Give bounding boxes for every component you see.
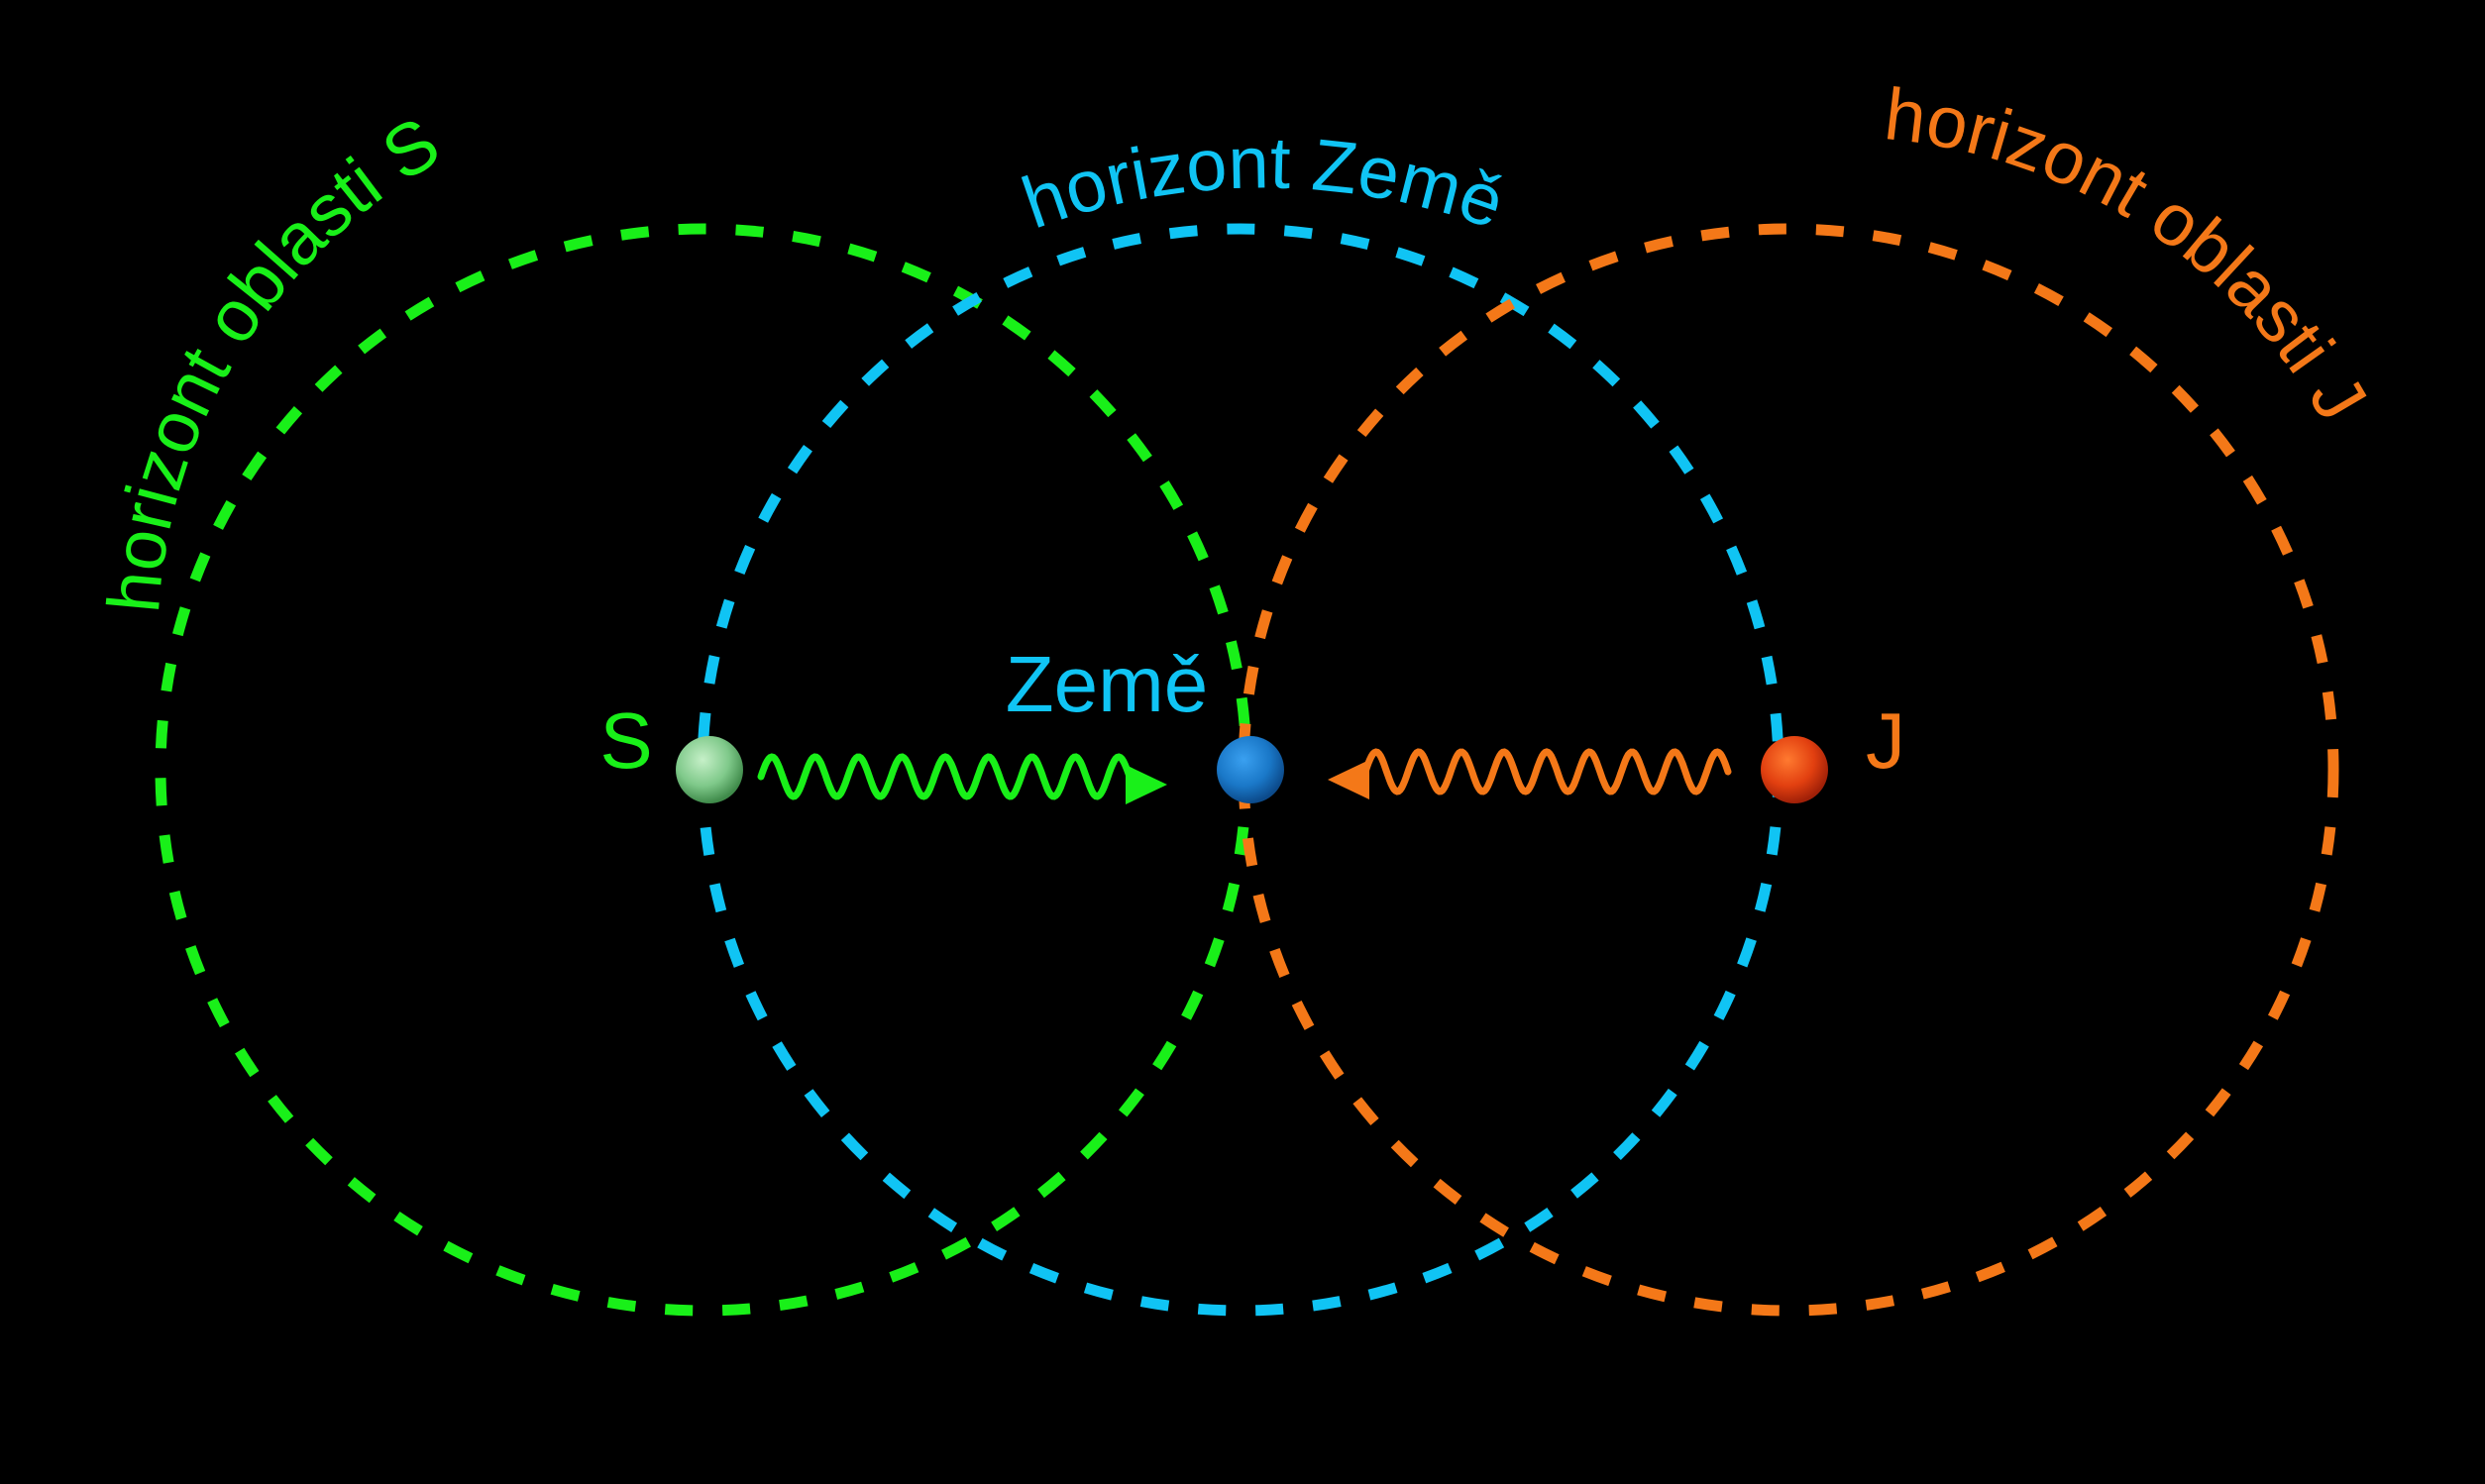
horizon-earth-label: horizont Země — [1013, 121, 1515, 244]
label-s: S — [599, 696, 652, 785]
horizon-circle-j — [1238, 223, 2339, 1317]
body-earth — [1217, 736, 1284, 803]
label-earth: Země — [1006, 640, 1209, 728]
arrowhead-j-to-earth — [1328, 760, 1369, 799]
body-s — [676, 736, 743, 803]
signal-wave-j-to-earth — [1361, 748, 1732, 795]
horizon-s-label: horizont oblasti S — [92, 101, 453, 616]
arrowhead-s-to-earth — [1126, 765, 1167, 804]
body-j — [1761, 736, 1828, 803]
label-j: J — [1866, 696, 1905, 785]
signal-wave-s-to-earth — [757, 753, 1134, 800]
